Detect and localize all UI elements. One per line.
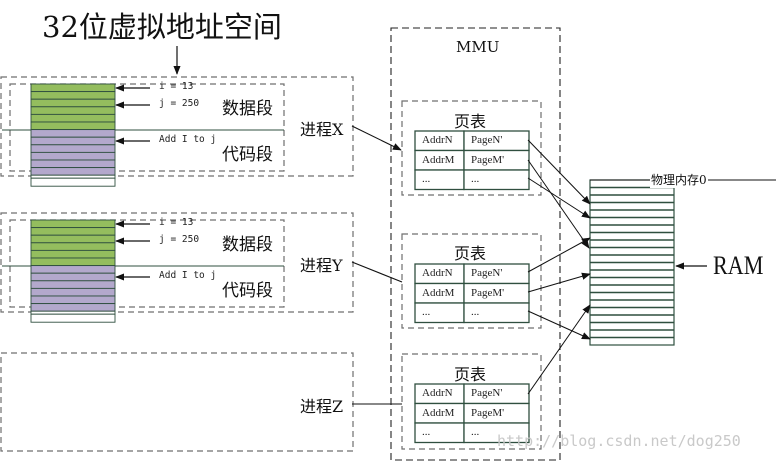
code-segment-row (30, 272, 116, 282)
page-table-cell-text: ... (471, 426, 480, 438)
page-table-cell (463, 302, 530, 324)
page-table-cell-text: PageN' (471, 387, 503, 399)
process-y-memory-stack (30, 219, 116, 323)
annotation-x-i: i = 13 (159, 81, 194, 92)
annotation-x-j: j = 250 (159, 98, 200, 109)
page-table-cell-text: AddrM (422, 406, 455, 419)
map-arrow-pt3-n (527, 304, 591, 395)
ram-memory-stack (589, 179, 675, 346)
mmu-box (390, 27, 561, 461)
process-z-label: 进程Z (300, 397, 344, 416)
code-segment-row (30, 136, 116, 146)
data-segment-label-y: 数据段 (222, 235, 273, 255)
map-arrow-pt2-m (527, 272, 591, 293)
data-segment-row (30, 249, 116, 259)
annotation-y-add: Add I to j (159, 270, 217, 281)
page-table-cell-text: PageN' (471, 267, 503, 279)
annotation-x-add: Add I to j (159, 134, 217, 145)
data-segment-row (30, 113, 116, 123)
code-segment-row (30, 159, 116, 169)
page-table-title-3: 页表 (454, 365, 487, 384)
connector-process-x (351, 125, 402, 151)
code-segment-row (30, 280, 116, 289)
page-table-cell-text: ... (471, 173, 480, 185)
data-segment-label-x: 数据段 (222, 99, 273, 119)
page-table-cell-text: AddrN (422, 134, 453, 146)
page-table-cell-text: PageM' (471, 286, 505, 299)
page-table-cell-text: AddrM (422, 286, 455, 299)
page-table-cell-text: PageN' (471, 134, 503, 146)
page-table-title-1: 页表 (454, 112, 487, 131)
page-table-cell-text: AddrN (422, 267, 453, 279)
data-segment-row (30, 91, 116, 100)
code-segment-row (30, 295, 116, 305)
page-table-title-2: 页表 (454, 244, 487, 263)
process-z-box (0, 352, 354, 452)
page-table-box-1 (401, 100, 542, 196)
code-segment-label-x: 代码段 (222, 145, 273, 165)
page-table-cell-text: ... (422, 173, 431, 185)
process-x-label: 进程X (300, 120, 344, 139)
page-table-cell (463, 422, 530, 444)
data-segment-row (30, 219, 116, 229)
page-table-box-2 (401, 233, 542, 329)
page-table-cell-text: ... (422, 426, 431, 438)
empty-row (30, 313, 116, 323)
page-table-cell-text: AddrN (422, 387, 453, 399)
mmu-label: MMU (456, 38, 500, 56)
map-arrow-pt1-n (527, 139, 591, 205)
map-arrow-pt2-etc (527, 310, 591, 340)
process-y-label: 进程Y (300, 256, 343, 275)
mapping-arrows (527, 139, 591, 395)
page-table-cell-text: ... (422, 306, 431, 318)
process-x-memory-stack (30, 83, 116, 187)
page-table-cell-text: PageM' (471, 153, 505, 166)
code-segment-label-y: 代码段 (222, 281, 273, 301)
page-table-cell-text: AddrM (422, 153, 455, 166)
map-arrow-pt1-m (527, 159, 590, 249)
data-segment-row (30, 257, 116, 267)
code-segment-row (30, 129, 116, 138)
data-segment-row (30, 83, 116, 93)
empty-row (30, 177, 116, 187)
data-segment-row (30, 234, 116, 244)
data-segment-row (30, 106, 116, 115)
data-segment-row (30, 227, 116, 236)
code-segment-row (30, 303, 116, 312)
map-arrow-pt1-etc (527, 177, 591, 219)
code-segment-row (30, 265, 116, 274)
page-table-cell-text: ... (471, 306, 480, 318)
page-table-box-3 (401, 353, 542, 450)
page-table-cell (463, 169, 530, 191)
annotation-y-j: j = 250 (159, 234, 200, 245)
data-segment-row (30, 121, 116, 131)
code-segment-row (30, 167, 116, 176)
annotation-y-i: i = 13 (159, 217, 194, 228)
physical-memory-zero-label: 物理内存0 (650, 171, 708, 188)
code-segment-row (30, 151, 116, 161)
code-segment-row (30, 287, 116, 297)
page-table-grids (414, 130, 530, 444)
code-segment-row (30, 144, 116, 153)
ram-label: RAM (713, 251, 764, 280)
data-segment-row (30, 242, 116, 251)
page-title: 32位虚拟地址空间 (42, 10, 282, 44)
watermark: http://blog.csdn.net/dog250 (497, 432, 741, 450)
map-arrow-pt2-n (527, 237, 591, 273)
page-table-cell-text: PageM' (471, 406, 505, 419)
data-segment-row (30, 98, 116, 108)
empty-row (30, 310, 116, 315)
connector-process-y (351, 261, 403, 283)
